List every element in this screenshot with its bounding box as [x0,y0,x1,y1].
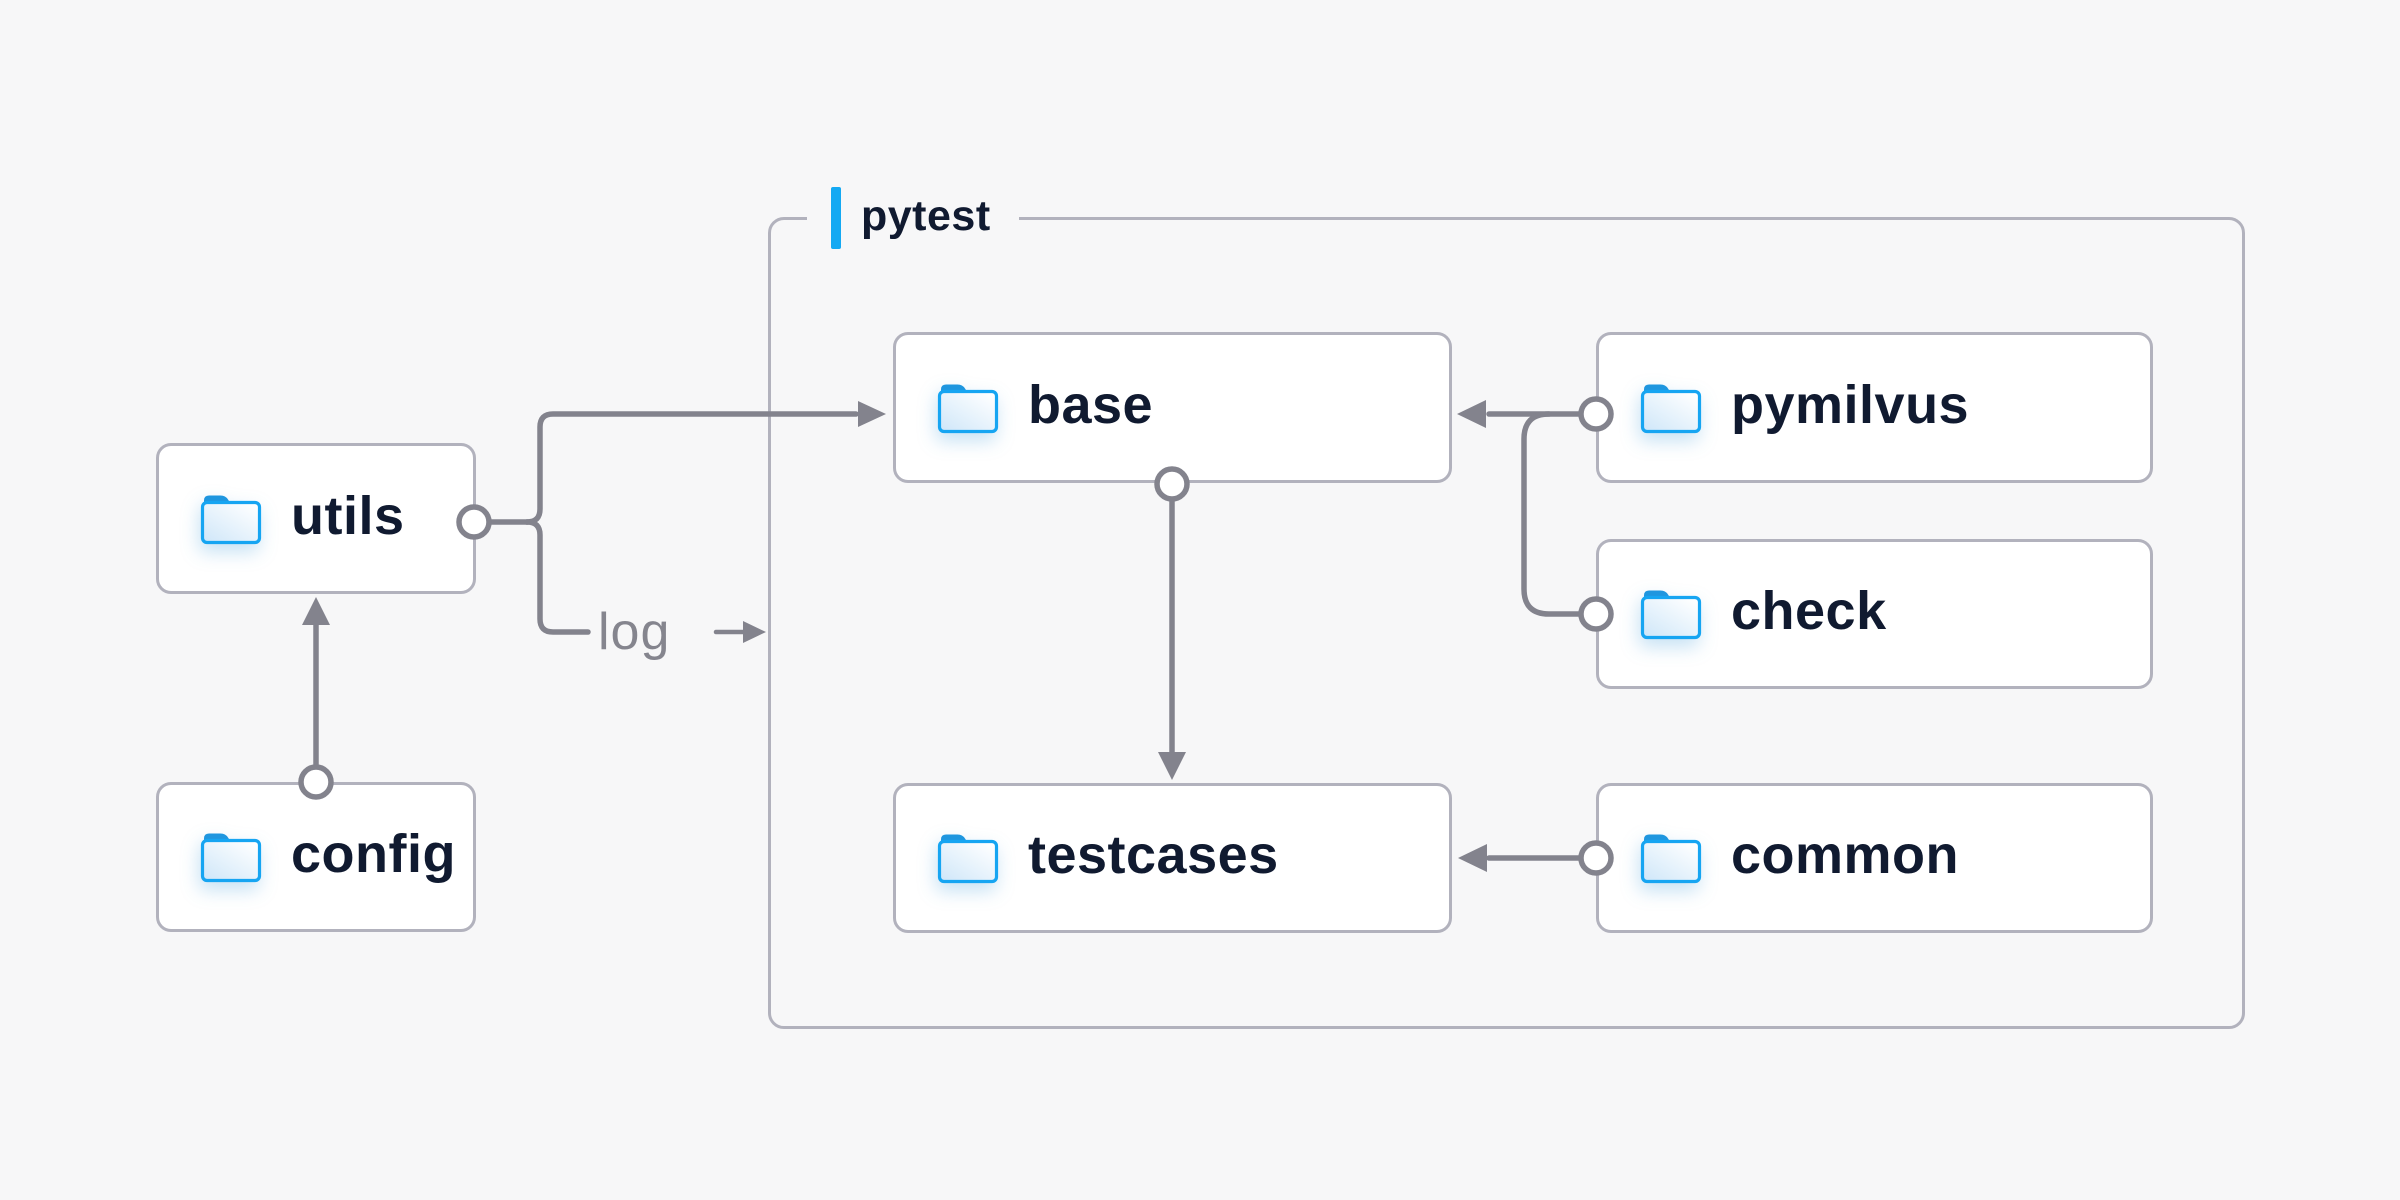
node-label-testcases: testcases [1028,825,1279,885]
node-check: check [1596,539,2153,689]
edge-label-log: log [598,603,671,661]
folder-icon [1640,834,1702,884]
node-pymilvus: pymilvus [1596,332,2153,483]
node-label-common: common [1731,825,1960,885]
node-common: common [1596,783,2153,933]
node-label-check: check [1731,581,1887,641]
node-base: base [893,332,1452,483]
arrowhead-log [743,621,766,643]
node-label-pymilvus: pymilvus [1731,374,1970,435]
node-label-base: base [1028,374,1154,435]
arrowhead-up-into-utils [302,597,330,625]
node-label-utils: utils [291,485,405,546]
pytest-group-container: pytest [768,186,2245,1029]
accent-bar-icon [831,187,841,249]
node-utils: utils [156,443,476,594]
edge-utils-to-log [524,519,591,635]
node-testcases: testcases [893,783,1452,933]
folder-icon [200,495,262,544]
folder-icon [200,833,262,883]
folder-icon [1640,384,1702,433]
node-label-config: config [291,824,456,884]
folder-icon [937,384,999,433]
folder-icon [1640,590,1702,640]
group-title: pytest [861,191,991,240]
pytest-group-label: pytest [807,186,1019,250]
node-config: config [156,782,476,932]
folder-icon [937,834,999,884]
